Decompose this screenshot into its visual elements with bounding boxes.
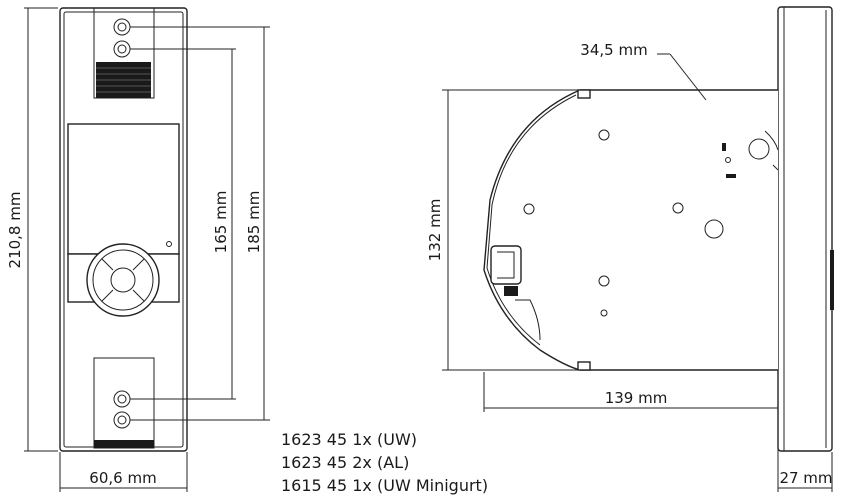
nav-center-button — [110, 267, 136, 293]
product-code-3: 1615 45 1x (UW Minigurt) — [281, 476, 488, 495]
label-side-offset: 34,5 mm — [580, 41, 647, 59]
label-front-width: 60,6 mm — [89, 469, 156, 487]
side-latch — [490, 245, 522, 296]
side-housing-profile — [483, 89, 778, 371]
label-front-hole-inner: 165 mm — [212, 191, 230, 254]
label-front-total-height: 210,8 mm — [6, 192, 24, 269]
label-side-plate-depth: 27 mm — [779, 469, 832, 487]
side-dimensions — [442, 53, 833, 492]
side-hole-large — [748, 138, 770, 160]
mounting-plate — [777, 6, 833, 452]
side-hole-4 — [598, 275, 610, 287]
side-view — [483, 6, 834, 452]
label-side-height: 132 mm — [426, 199, 444, 262]
front-view — [59, 7, 188, 452]
product-code-2: 1623 45 2x (AL) — [281, 453, 409, 472]
product-code-1: 1623 45 1x (UW) — [281, 430, 417, 449]
front-dimensions — [24, 7, 270, 492]
side-hole-3 — [672, 202, 684, 214]
side-hole-1 — [598, 129, 610, 141]
navigation-keypad — [86, 243, 160, 317]
side-hole-5 — [600, 309, 608, 317]
label-front-hole-outer: 185 mm — [245, 191, 263, 254]
label-side-length: 139 mm — [605, 389, 668, 407]
side-hole-2 — [523, 203, 535, 215]
display-screen — [67, 123, 180, 255]
side-hole-medium — [704, 219, 724, 239]
led-indicator — [166, 241, 172, 247]
